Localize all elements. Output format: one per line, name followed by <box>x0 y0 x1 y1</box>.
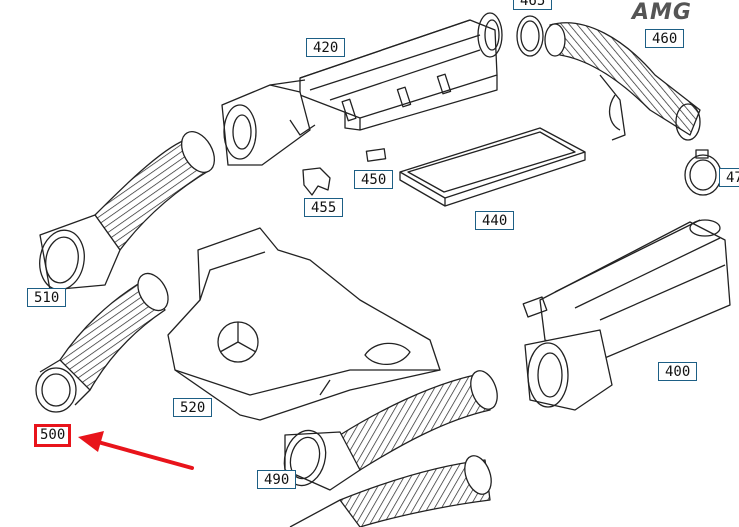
filter-element-440 <box>399 127 586 207</box>
intake-hose-500 <box>35 272 169 413</box>
intake-hose-510 <box>39 131 216 291</box>
bracket-455 <box>302 167 331 196</box>
part-label-400[interactable]: 400 <box>658 362 698 381</box>
amg-logo: AMG <box>632 0 692 25</box>
part-label-450[interactable]: 450 <box>354 170 394 189</box>
clip-450 <box>365 148 387 162</box>
intake-tube-460 <box>544 22 701 141</box>
hose-clamp-470 <box>684 149 722 196</box>
part-label-490[interactable]: 490 <box>257 470 297 489</box>
part-label-470[interactable]: 470 <box>719 168 739 187</box>
part-label-520[interactable]: 520 <box>173 398 213 417</box>
hose-clamp-465 <box>516 15 544 57</box>
air-filter-housing-400 <box>522 219 731 411</box>
part-label-420[interactable]: 420 <box>306 38 346 57</box>
engine-cover-520 <box>167 227 441 421</box>
part-label-440[interactable]: 440 <box>475 211 515 230</box>
part-label-500-highlighted[interactable]: 500 <box>34 424 72 447</box>
logo-text: AMG <box>632 0 692 25</box>
callout-arrow <box>78 431 194 470</box>
part-label-460[interactable]: 460 <box>645 29 685 48</box>
part-label-465[interactable]: 465 <box>513 0 553 10</box>
part-label-455[interactable]: 455 <box>304 198 344 217</box>
air-filter-housing-420 <box>221 12 503 166</box>
intake-hose-490 <box>283 370 498 527</box>
part-label-510[interactable]: 510 <box>27 288 67 307</box>
